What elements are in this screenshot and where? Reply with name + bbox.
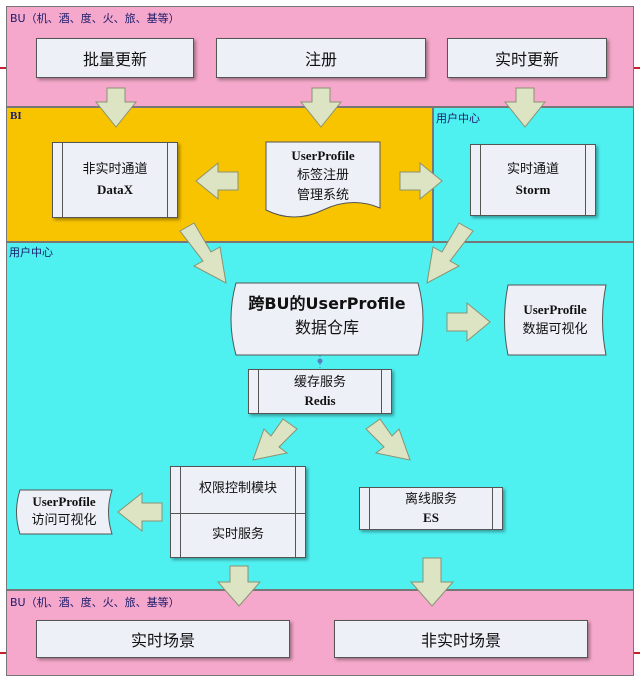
warehouse-line2: 数据仓库 xyxy=(294,318,359,337)
register-box: 注册 xyxy=(216,38,426,78)
storm-line1: 实时通道 xyxy=(506,162,559,177)
warehouse-line1: 跨BU的UserProfile xyxy=(248,294,406,313)
warehouse-text: 跨BU的UserProfile 数据仓库 xyxy=(232,292,422,340)
storm-box: 实时通道 Storm xyxy=(470,144,596,216)
visual-right-line1: UserProfile xyxy=(523,302,587,317)
access-upper: 权限控制模块 xyxy=(198,481,277,496)
register-label: 注册 xyxy=(304,50,337,69)
tag-mgmt-line3: 管理系统 xyxy=(296,188,349,203)
arrow-access-down xyxy=(216,565,262,607)
arrow-to-storm xyxy=(399,161,443,201)
arrow-batch-down xyxy=(94,87,138,128)
arrow-cache-to-offline xyxy=(365,418,411,461)
storm-line2: Storm xyxy=(515,182,551,197)
access-box: 权限控制模块 实时服务 xyxy=(170,466,306,558)
batch-update-label: 批量更新 xyxy=(82,50,147,69)
arrow-to-datax xyxy=(195,161,239,201)
arrow-to-visual-left xyxy=(117,491,163,533)
datax-line1: 非实时通道 xyxy=(82,162,148,177)
visual-left-line2: 访问可视化 xyxy=(31,513,97,528)
arrow-realtime-down xyxy=(503,87,547,128)
arrow-register-down xyxy=(299,87,343,128)
cache-line1: 缓存服务 xyxy=(293,374,346,390)
realtime-scene-label: 实时场景 xyxy=(130,631,195,650)
cache-box: 缓存服务 Redis xyxy=(248,369,392,414)
tag-mgmt-text: UserProfile 标签注册 管理系统 xyxy=(266,146,380,206)
realtime-update-label: 实时更新 xyxy=(494,50,559,69)
user-center-main-label: 用户中心 xyxy=(9,246,53,259)
bi-label: BI xyxy=(10,110,22,122)
offline-line1: 离线服务 xyxy=(404,491,457,507)
access-divider xyxy=(171,513,305,514)
batch-update-box: 批量更新 xyxy=(36,38,194,78)
realtime-scene-box: 实时场景 xyxy=(36,620,290,658)
access-lower: 实时服务 xyxy=(211,527,264,542)
nonrealtime-scene-label: 非实时场景 xyxy=(420,631,501,650)
realtime-update-box: 实时更新 xyxy=(447,38,607,78)
visual-left-line1: UserProfile xyxy=(32,494,96,509)
datax-box: 非实时通道 DataX xyxy=(52,142,178,218)
offline-line2: ES xyxy=(423,509,439,525)
connector-dot xyxy=(317,358,323,364)
datax-line2: DataX xyxy=(96,182,134,197)
arrow-to-visual-right xyxy=(446,301,491,343)
visual-left-text: UserProfile 访问可视化 xyxy=(16,492,112,530)
offline-box: 离线服务 ES xyxy=(359,487,503,530)
arrow-datax-to-warehouse xyxy=(179,222,227,284)
arrow-offline-down xyxy=(409,557,455,607)
nonrealtime-scene-box: 非实时场景 xyxy=(334,620,588,658)
tag-mgmt-line1: UserProfile xyxy=(291,148,355,163)
tag-mgmt-line2: 标签注册 xyxy=(296,168,349,183)
arrow-cache-to-access xyxy=(252,418,298,461)
visual-right-text: UserProfile 数据可视化 xyxy=(505,300,605,340)
user-center-top-label: 用户中心 xyxy=(436,112,480,125)
arrow-storm-to-warehouse xyxy=(426,222,474,284)
bottom-bu-label: BU（机、酒、度、火、旅、基等） xyxy=(10,596,180,609)
visual-right-line2: 数据可视化 xyxy=(522,322,588,337)
top-bu-label: BU（机、酒、度、火、旅、基等） xyxy=(10,12,180,25)
cache-line2: Redis xyxy=(304,392,336,408)
